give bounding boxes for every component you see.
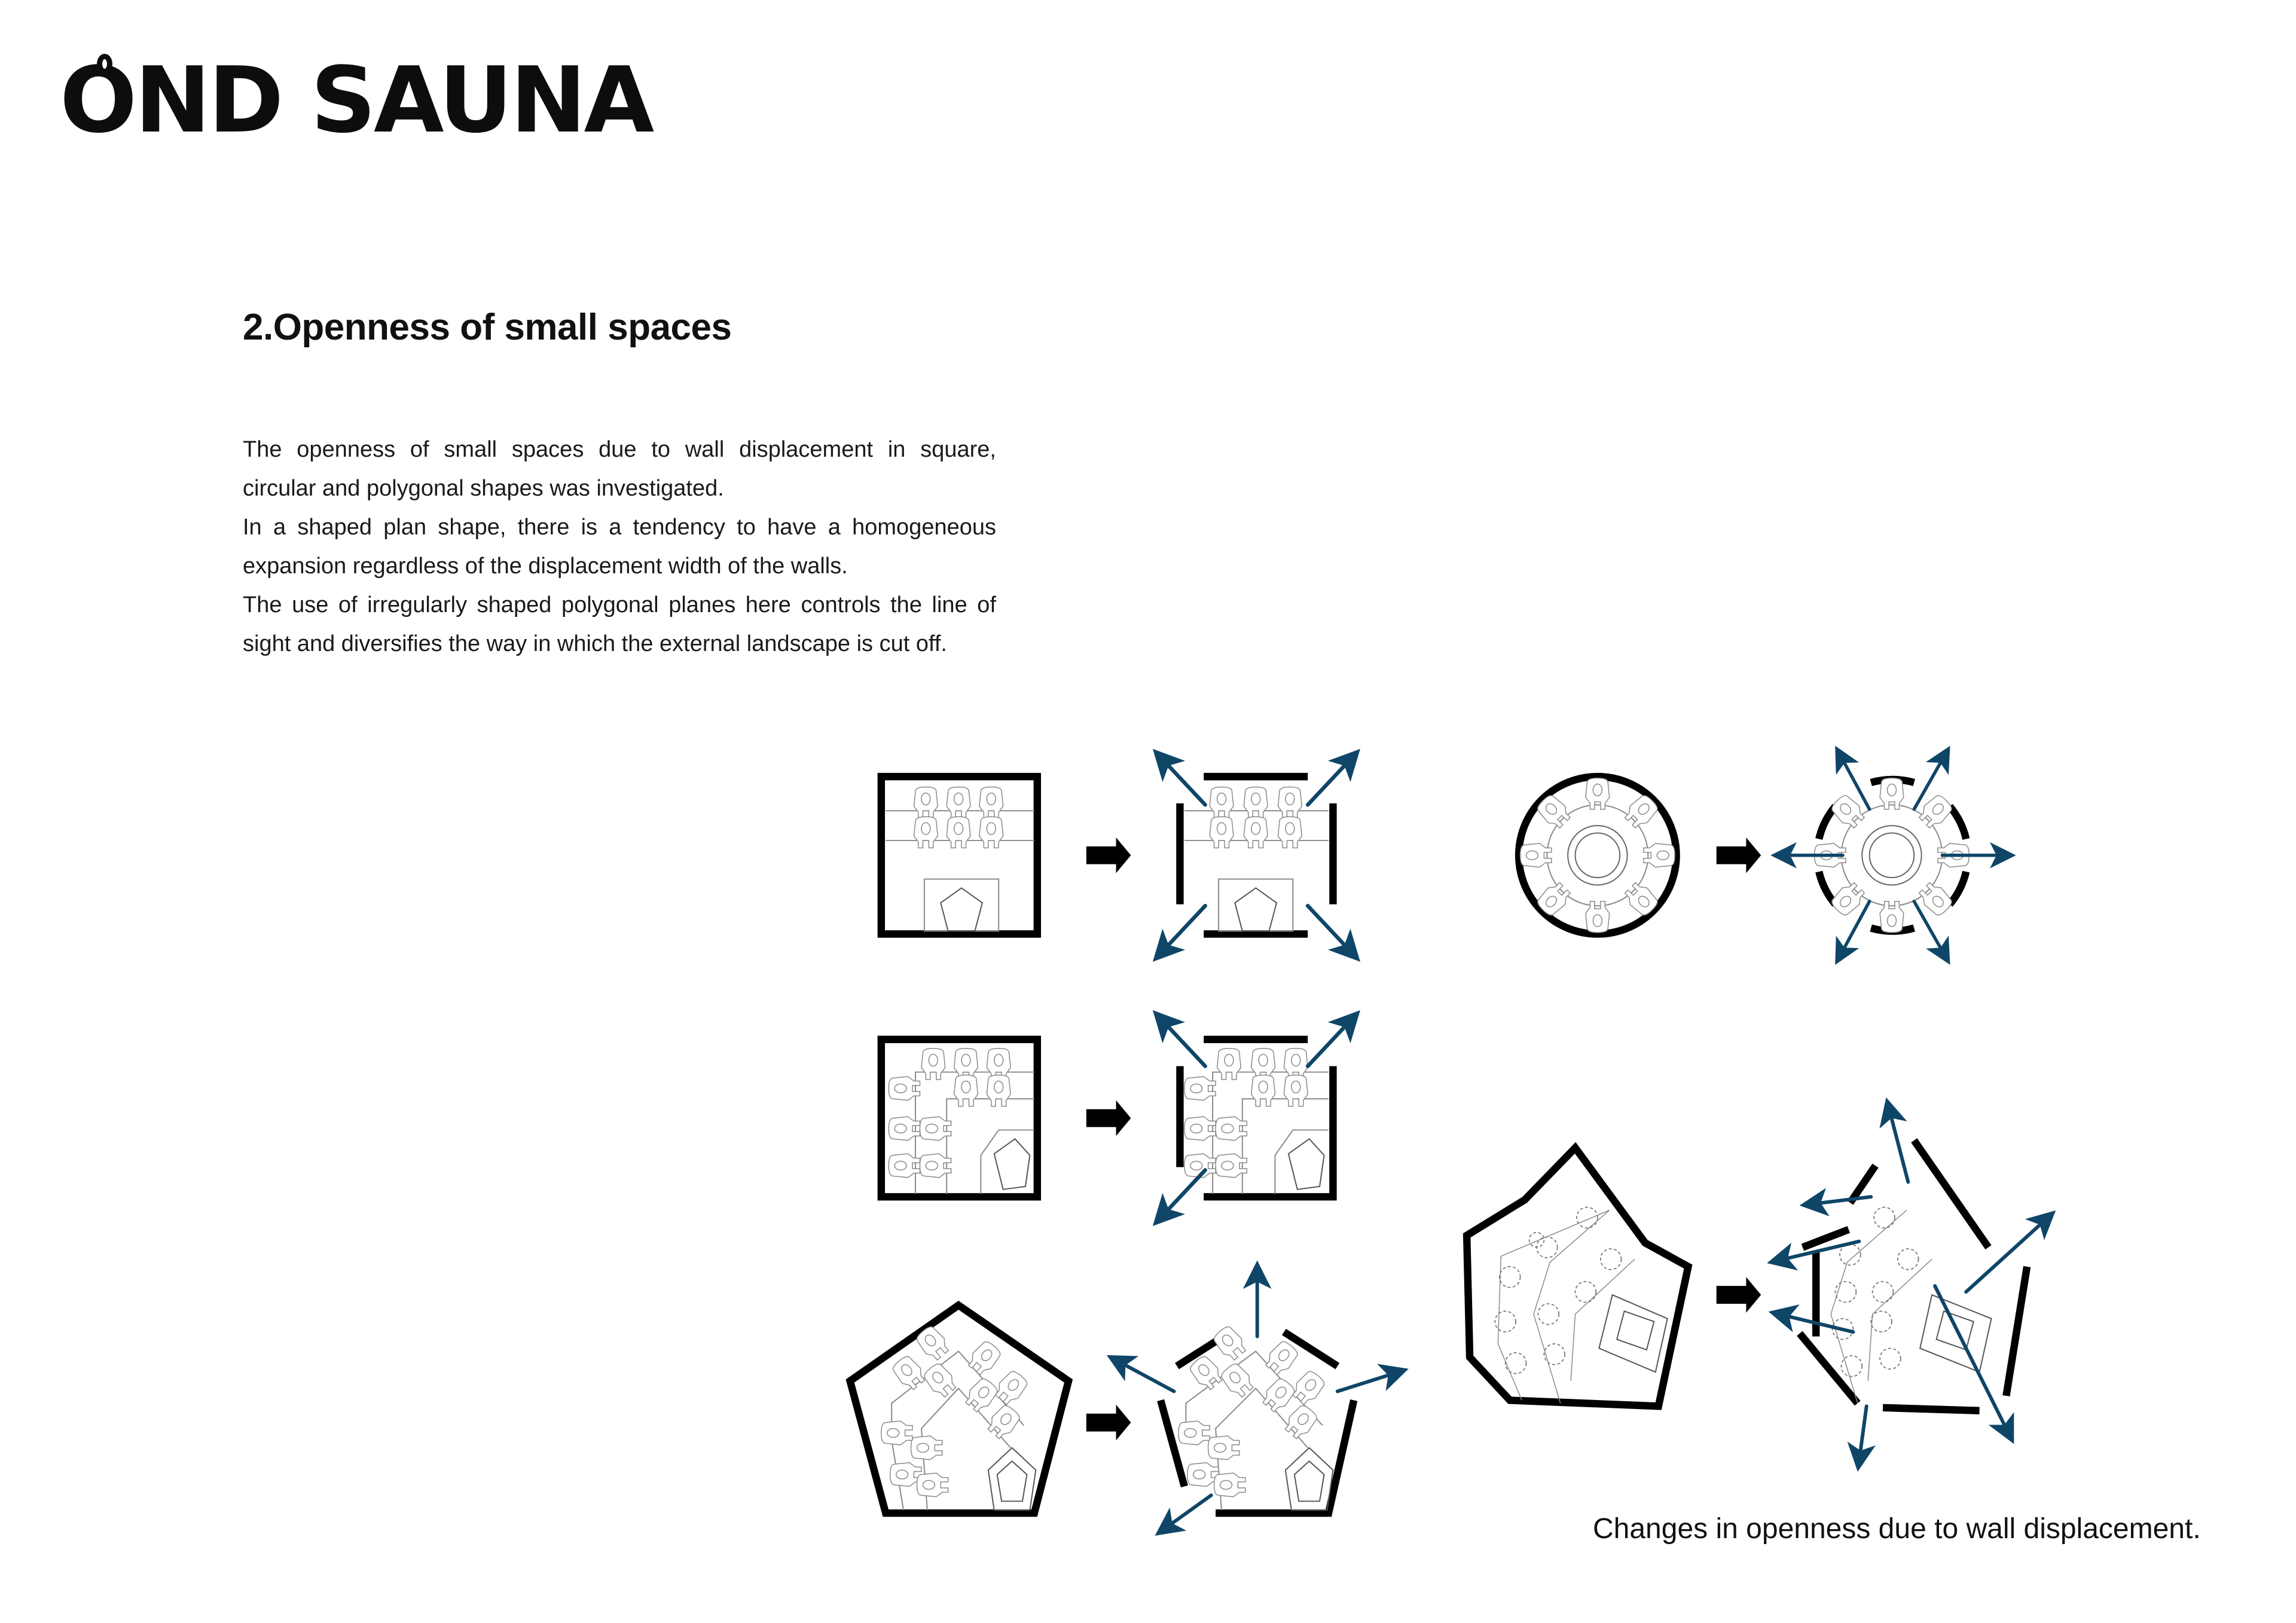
description-line: The use of irregularly shaped polygonal …	[243, 592, 996, 618]
diagram-circle-before	[1515, 772, 1680, 938]
description-line: In a shaped plan shape, there is a tende…	[243, 515, 996, 540]
logo-text: OND SAUNA	[60, 47, 654, 153]
diagram-pentagon-after	[1106, 1260, 1409, 1536]
diagram-pentagon-before	[845, 1300, 1073, 1517]
openness-arrows-icon	[1152, 1010, 1361, 1227]
transition-arrow-icon	[1086, 1404, 1131, 1441]
description-line: sight and diversifies the way in which t…	[243, 631, 947, 656]
description-line: expansion regardless of the displacement…	[243, 554, 848, 579]
transition-arrow-icon	[1086, 837, 1131, 873]
section-title: 2.Openness of small spaces	[243, 307, 732, 348]
transition-arrow-icon	[1716, 837, 1761, 873]
logo-degree-ring-icon	[97, 54, 112, 74]
openness-arrows-icon	[1106, 1260, 1409, 1536]
openness-arrows-icon	[1767, 1097, 2056, 1472]
openness-arrows-icon	[1770, 745, 2016, 965]
transition-arrow-icon	[1086, 1100, 1131, 1136]
diagram-circle-after	[1770, 745, 2016, 965]
brand-logo: OND SAUNA	[60, 54, 654, 146]
diagram-square-rows-after	[1152, 748, 1361, 962]
description-line: The openness of small spaces due to wall…	[243, 437, 996, 462]
diagram-square-corner-after	[1152, 1010, 1361, 1227]
figure-caption: Changes in openness due to wall displace…	[1593, 1513, 2201, 1545]
diagram-square-rows-before	[877, 772, 1042, 938]
diagram-square-corner-before	[877, 1035, 1042, 1201]
section-description: The openness of small spaces due to wall…	[243, 430, 996, 664]
description-line: circular and polygonal shapes was invest…	[243, 476, 724, 501]
transition-arrow-icon	[1716, 1277, 1761, 1313]
diagram-irregular-before	[1463, 1142, 1693, 1410]
openness-arrows-icon	[1152, 748, 1361, 962]
diagram-irregular-after	[1767, 1097, 2056, 1472]
